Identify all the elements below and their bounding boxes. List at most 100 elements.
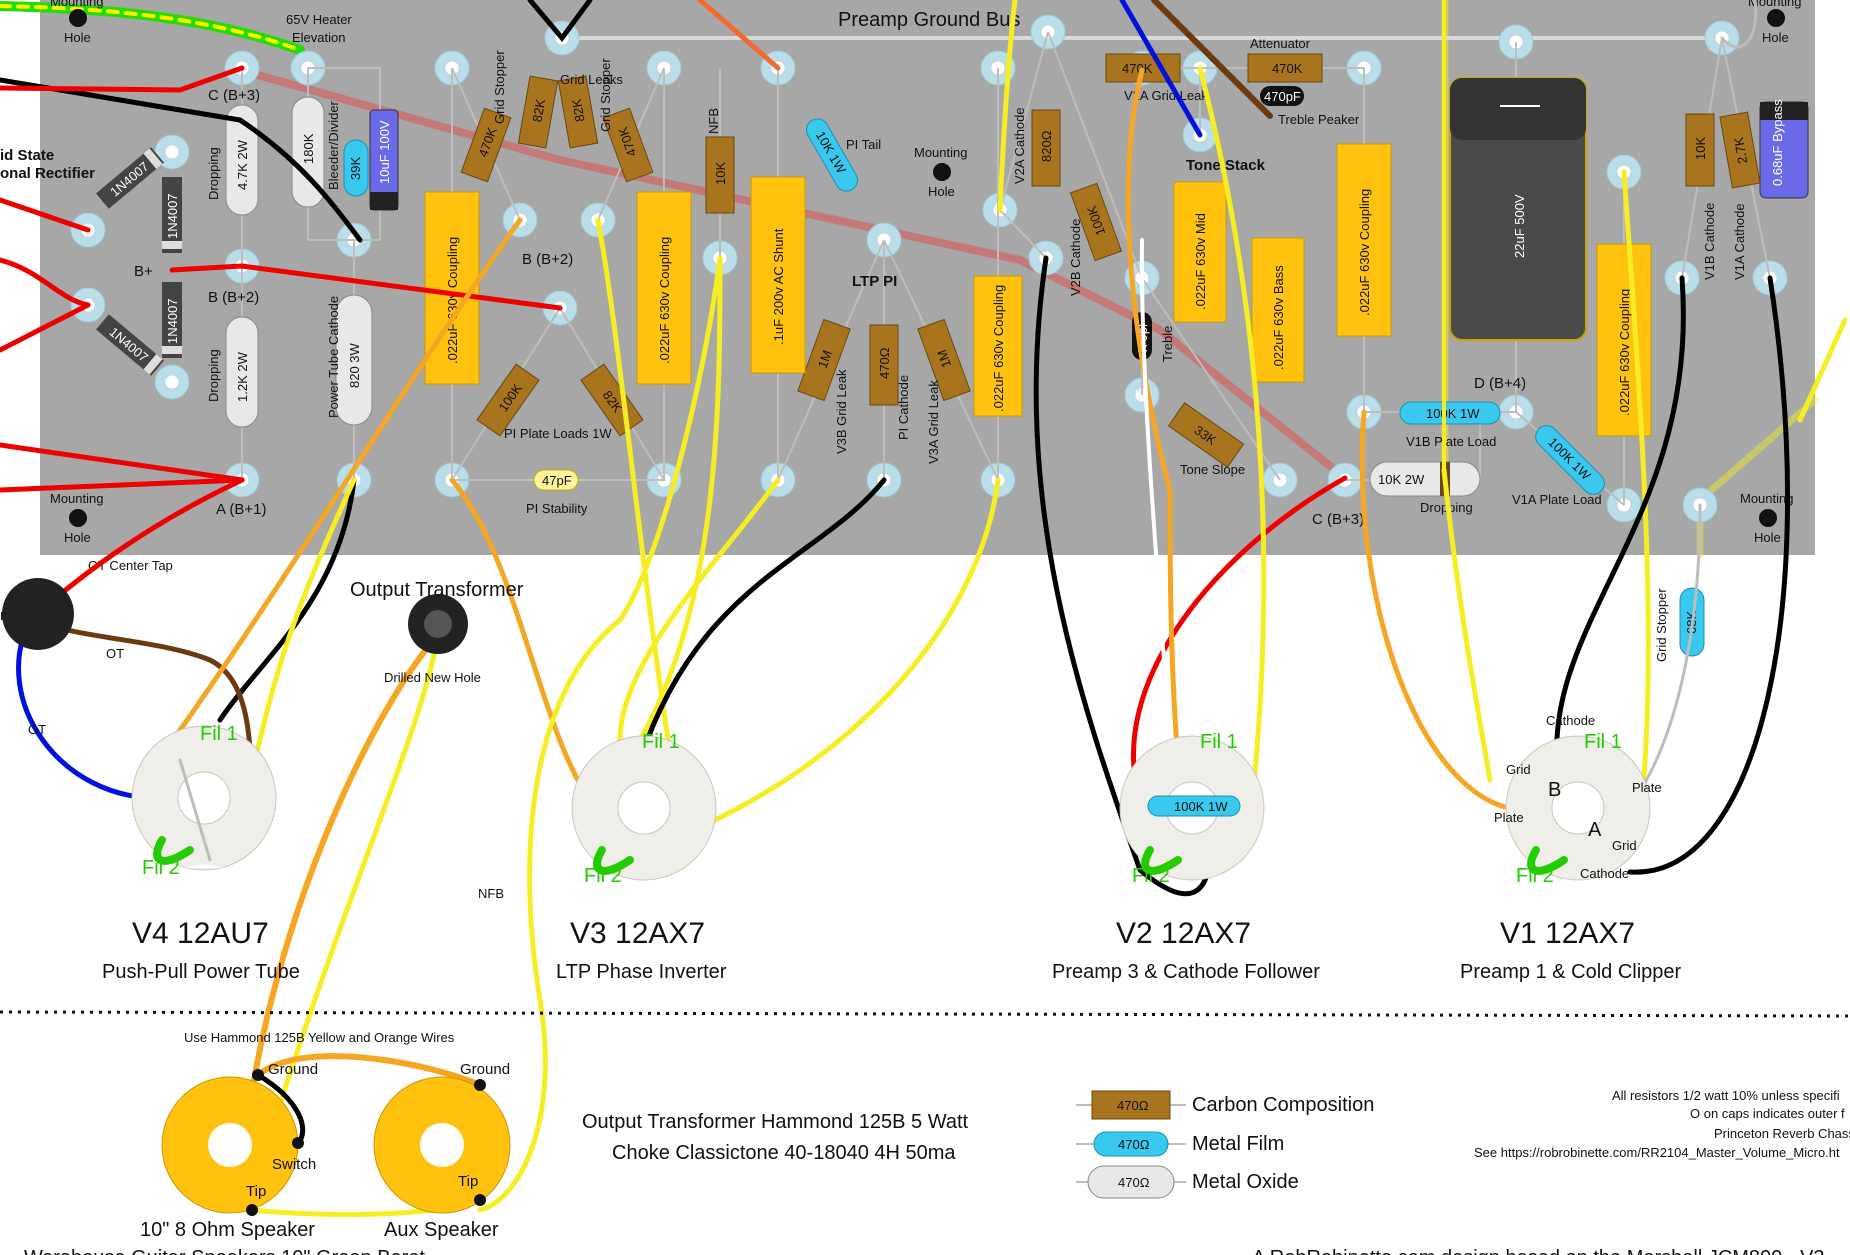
- hole-label: Hole: [1762, 30, 1789, 45]
- cap-label: 47pF: [542, 473, 572, 488]
- treble-peaker-label: Treble Peaker: [1278, 112, 1360, 127]
- tone-stack-label: Tone Stack: [1186, 157, 1266, 174]
- resistor-label: 470Ω: [877, 347, 892, 379]
- cap-label: .022uF 630v Mid: [1193, 213, 1208, 310]
- cap-label: 0.68uF Bypass: [1770, 99, 1785, 186]
- fil2-label: Fil 2: [142, 857, 180, 879]
- resistor-label: 1M: [815, 348, 835, 370]
- bleeder-label: Bleeder/Divider: [326, 100, 341, 190]
- separator: [0, 1010, 1850, 1018]
- pi-tail-label: PI Tail: [846, 137, 881, 152]
- mounting-holes: [69, 9, 1785, 527]
- legend-value: 470Ω: [1118, 1175, 1150, 1190]
- v1-b-label: B: [1548, 779, 1561, 801]
- cap-label: .022uF 630v Coupling: [991, 285, 1006, 412]
- resistor-label: 100K 1W: [1426, 406, 1480, 421]
- v1b-plate-load-label: V1B Plate Load: [1406, 434, 1496, 449]
- node-label: C (B+3): [208, 87, 260, 104]
- resistor-label: 820 3W: [347, 342, 362, 388]
- cap-label: 22uF 500V: [1512, 194, 1527, 258]
- ot-label: OT: [28, 722, 46, 737]
- legend-value: 470Ω: [1117, 1098, 1149, 1113]
- cap-label: 10uF 100V: [377, 120, 392, 184]
- cap-label: 470pF: [1264, 89, 1301, 104]
- tip-label: Tip: [246, 1183, 266, 1200]
- v3a-grid-leak-label: V3A Grid Leak: [926, 380, 941, 464]
- resistor-label: 39K: [348, 157, 363, 180]
- b-plus-trace: [236, 66, 1349, 482]
- mounting-label: Mounting: [1748, 0, 1801, 9]
- cap-label: .022uF 630v Coupling: [657, 237, 672, 364]
- speaker-lugs: [246, 1069, 486, 1216]
- tube-socket-v1: [1505, 735, 1651, 881]
- grid-leaks-label: Grid Leaks: [560, 72, 623, 87]
- ground-label: Ground: [460, 1061, 510, 1078]
- ltp-pi-label: LTP PI: [852, 273, 897, 290]
- tube-name: V4 12AU7: [132, 917, 269, 950]
- v1-plate-label: Plate: [1494, 810, 1524, 825]
- fil1-label: Fil 1: [642, 731, 680, 753]
- fil2-label: Fil 2: [584, 865, 622, 887]
- treble-label: Treble: [1160, 326, 1175, 362]
- tube-socket-v2: 100K 1W: [1119, 735, 1265, 881]
- ot-left-label: r: [0, 607, 5, 624]
- legend: 470Ω Carbon Composition 470Ω Metal Film …: [1076, 1090, 1374, 1199]
- fil1-label: Fil 1: [200, 723, 238, 745]
- v1-cathode-label: Cathode: [1580, 866, 1629, 881]
- tube-name: V2 12AX7: [1116, 917, 1251, 950]
- resistor-label: 470K: [1122, 61, 1153, 76]
- speaker-brand: Warehouse Guitar Speakers 10" Green Bere…: [24, 1247, 425, 1255]
- node-label: B (B+2): [522, 251, 573, 268]
- diode-label: 1N4007: [165, 298, 180, 344]
- spec-line: Output Transformer Hammond 125B 5 Watt: [582, 1111, 969, 1133]
- note-line: O on caps indicates outer f: [1690, 1106, 1845, 1121]
- cap-label: .022uF 630v Coupling: [445, 237, 460, 364]
- node-label: C (B+3): [1312, 511, 1364, 528]
- speaker-note: Use Hammond 125B Yellow and Orange Wires: [184, 1030, 455, 1045]
- output-transformer-label: Output Transformer: [350, 579, 524, 601]
- cap-label: .022uF 630v Bass: [1271, 265, 1286, 370]
- pi-cathode-label: PI Cathode: [896, 375, 911, 440]
- legend-value: 470Ω: [1118, 1137, 1150, 1152]
- note-line: See https://robrobinette.com/RR2104_Mast…: [1474, 1145, 1840, 1160]
- tube-socket-v4: [131, 725, 277, 871]
- hole-label: Hole: [928, 184, 955, 199]
- legend-metal-oxide: Metal Oxide: [1192, 1171, 1299, 1193]
- mounting-label: Mounting: [1740, 491, 1793, 506]
- eyelet: [154, 364, 190, 400]
- node-label: D (B+4): [1474, 375, 1526, 392]
- resistor-label: 4.7K 2W: [235, 139, 250, 190]
- credit-line: A RobRobinette.com design based on the M…: [1252, 1247, 1825, 1255]
- filter-cap: 22uF 500V: [1449, 77, 1587, 341]
- ground-label: Ground: [268, 1061, 318, 1078]
- fil1-label: Fil 1: [1200, 731, 1238, 753]
- resistor-label: 820Ω: [1039, 130, 1054, 162]
- speaker-main: [161, 1076, 299, 1214]
- v1a-plate-load-label: V1A Plate Load: [1512, 492, 1602, 507]
- fil1-label: Fil 1: [1584, 731, 1622, 753]
- v1-cathode-label: Cathode: [1546, 713, 1595, 728]
- v1-grid-label: Grid: [1506, 762, 1531, 777]
- switch-label: Switch: [272, 1156, 316, 1173]
- tube-desc: LTP Phase Inverter: [556, 961, 727, 983]
- nfb-wire-label: NFB: [478, 886, 504, 901]
- mounting-label: Mounting: [914, 145, 967, 160]
- speaker-aux: [373, 1076, 511, 1214]
- rectifier-label: id State: [0, 147, 54, 164]
- resistor-label: 10K: [1693, 137, 1708, 160]
- node-label: B+: [134, 263, 153, 280]
- node-label: B (B+2): [208, 289, 259, 306]
- speaker-label: Aux Speaker: [384, 1219, 499, 1241]
- ot-center-tap-label: OT Center Tap: [88, 558, 173, 573]
- ot-label: OT: [106, 646, 124, 661]
- mounting-label: Mounting: [50, 491, 103, 506]
- drilled-hole-label: Drilled New Hole: [384, 670, 481, 685]
- ot-grommets: [2, 578, 468, 654]
- v2-resistor-label: 100K 1W: [1174, 799, 1228, 814]
- cap-label: .022uF 630v Coupling: [1357, 189, 1372, 316]
- v1b-cathode-label: V1B Cathode: [1702, 203, 1717, 280]
- legend-metal-film: Metal Film: [1192, 1133, 1284, 1155]
- v1-grid-label: Grid: [1612, 838, 1637, 853]
- resistor-label: 1.2K 2W: [235, 351, 250, 402]
